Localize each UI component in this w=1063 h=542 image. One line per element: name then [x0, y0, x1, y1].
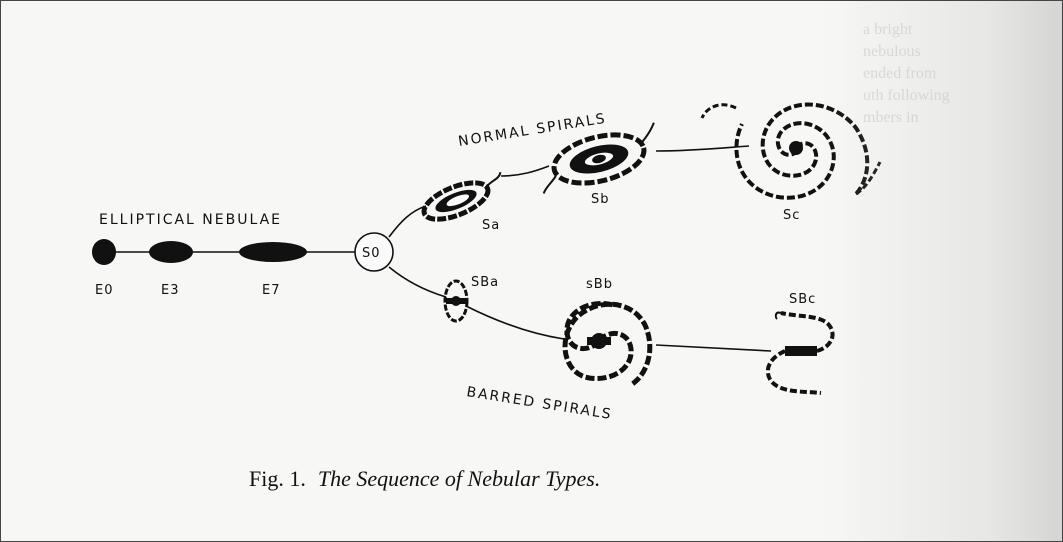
link-sbb-sbc	[655, 344, 772, 352]
elliptical-heading: ELLIPTICAL NEBULAE	[99, 212, 282, 228]
barred-spirals-heading: BARRED SPIRALS	[465, 384, 613, 423]
label-e0: E0	[95, 283, 114, 298]
normal-spirals-heading: NORMAL SPIRALS	[457, 111, 608, 150]
link-sa-sb	[500, 165, 550, 177]
galaxy-sbb	[562, 301, 653, 388]
label-sba: SBa	[471, 275, 499, 290]
link-sb-sc	[655, 145, 750, 152]
galaxy-sb	[542, 122, 655, 194]
label-sbc: SBc	[789, 292, 816, 307]
galaxy-sba	[443, 279, 469, 323]
galaxy-sbc	[765, 311, 835, 395]
galaxy-e0	[92, 239, 116, 265]
label-sb: Sb	[591, 192, 610, 207]
label-e3: E3	[161, 283, 180, 298]
label-sbb: sBb	[586, 277, 613, 292]
galaxy-e7	[239, 242, 307, 262]
branch-line-normal	[388, 205, 427, 238]
label-e7: E7	[262, 283, 281, 298]
branch-line-barred	[388, 266, 447, 298]
label-s0: S0	[362, 246, 381, 261]
galaxy-e3	[149, 241, 193, 263]
label-sa: Sa	[482, 218, 500, 233]
galaxy-s0	[354, 232, 394, 272]
galaxy-sc	[700, 102, 882, 200]
caption-prefix: Fig. 1.	[249, 466, 306, 491]
caption-title: The Sequence of Nebular Types.	[318, 466, 600, 491]
link-sba-sbb	[465, 305, 565, 340]
figure-caption: Fig. 1. The Sequence of Nebular Types.	[249, 466, 600, 491]
galaxy-sa	[421, 171, 502, 222]
label-sc: Sc	[783, 208, 800, 223]
